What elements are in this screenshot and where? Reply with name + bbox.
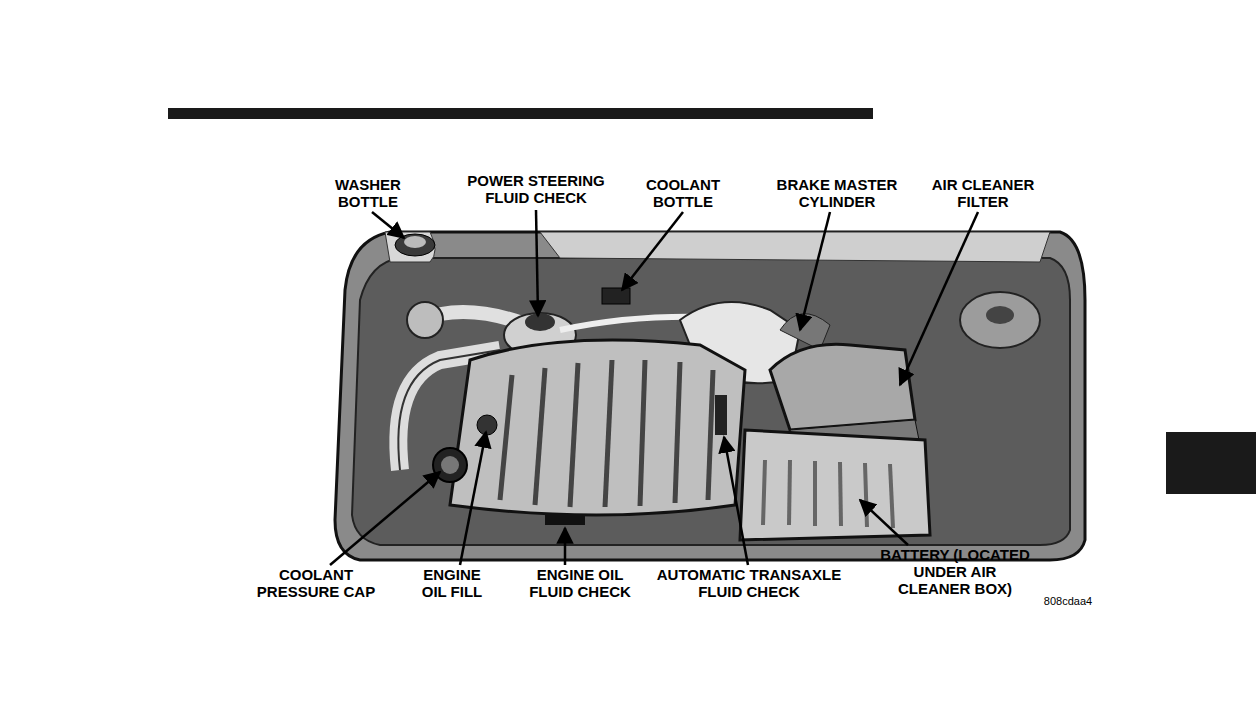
leader-lines <box>330 210 978 565</box>
side-tab <box>1166 432 1256 494</box>
part-label: POWER STEERING FLUID CHECK <box>461 172 611 206</box>
part-label: COOLANT BOTTLE <box>631 176 736 210</box>
figure-code: 808cdaa4 <box>1033 595 1103 607</box>
engine-bay <box>335 232 1085 560</box>
part-label: WASHER BOTTLE <box>321 176 416 210</box>
header-bar <box>168 108 873 119</box>
part-label: ENGINE OIL FLUID CHECK <box>518 566 643 600</box>
part-label: AIR CLEANER FILTER <box>921 176 1046 210</box>
part-label: ENGINE OIL FILL <box>412 566 492 600</box>
part-label: AUTOMATIC TRANSAXLE FLUID CHECK <box>652 566 847 600</box>
part-label: BRAKE MASTER CYLINDER <box>765 176 910 210</box>
part-label: BATTERY (LOCATED UNDER AIR CLEANER BOX) <box>880 546 1030 597</box>
part-label: COOLANT PRESSURE CAP <box>249 566 384 600</box>
